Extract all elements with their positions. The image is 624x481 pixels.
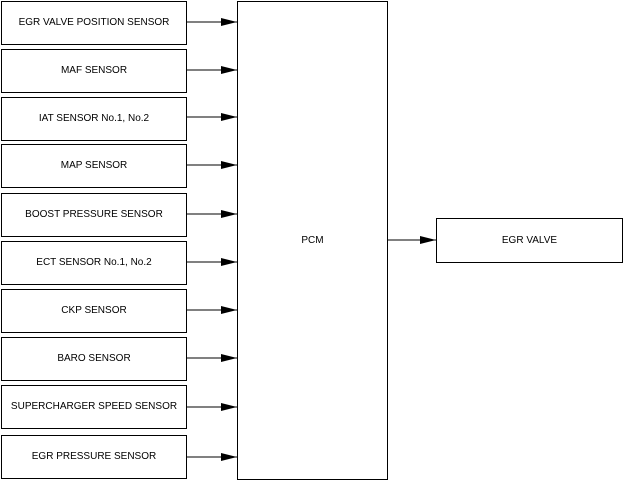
input-label: BOOST PRESSURE SENSOR (25, 209, 163, 220)
pcm-box: PCM (237, 1, 388, 480)
input-supercharger-speed-sensor: SUPERCHARGER SPEED SENSOR (1, 385, 187, 429)
input-label: CKP SENSOR (61, 305, 127, 316)
input-label: BARO SENSOR (57, 353, 131, 364)
input-map-sensor: MAP SENSOR (1, 144, 187, 188)
egr-valve-box: EGR VALVE (436, 218, 623, 263)
input-label: ECT SENSOR No.1, No.2 (36, 257, 152, 268)
input-egr-pressure-sensor: EGR PRESSURE SENSOR (1, 435, 187, 479)
input-label: IAT SENSOR No.1, No.2 (38, 113, 150, 124)
input-ckp-sensor: CKP SENSOR (1, 289, 187, 333)
input-baro-sensor: BARO SENSOR (1, 337, 187, 381)
input-label: EGR VALVE POSITION SENSOR (18, 17, 170, 28)
input-ect-sensor: ECT SENSOR No.1, No.2 (1, 241, 187, 285)
input-label: EGR PRESSURE SENSOR (31, 451, 157, 462)
egr-valve-label: EGR VALVE (501, 234, 558, 246)
input-boost-pressure-sensor: BOOST PRESSURE SENSOR (1, 193, 187, 237)
input-iat-sensor: IAT SENSOR No.1, No.2 (1, 97, 187, 141)
input-label: MAF SENSOR (60, 65, 128, 76)
input-maf-sensor: MAF SENSOR (1, 49, 187, 93)
input-label: MAP SENSOR (60, 160, 128, 171)
input-label: SUPERCHARGER SPEED SENSOR (10, 401, 178, 412)
input-egr-valve-position-sensor: EGR VALVE POSITION SENSOR (1, 1, 187, 45)
pcm-label: PCM (301, 234, 324, 246)
